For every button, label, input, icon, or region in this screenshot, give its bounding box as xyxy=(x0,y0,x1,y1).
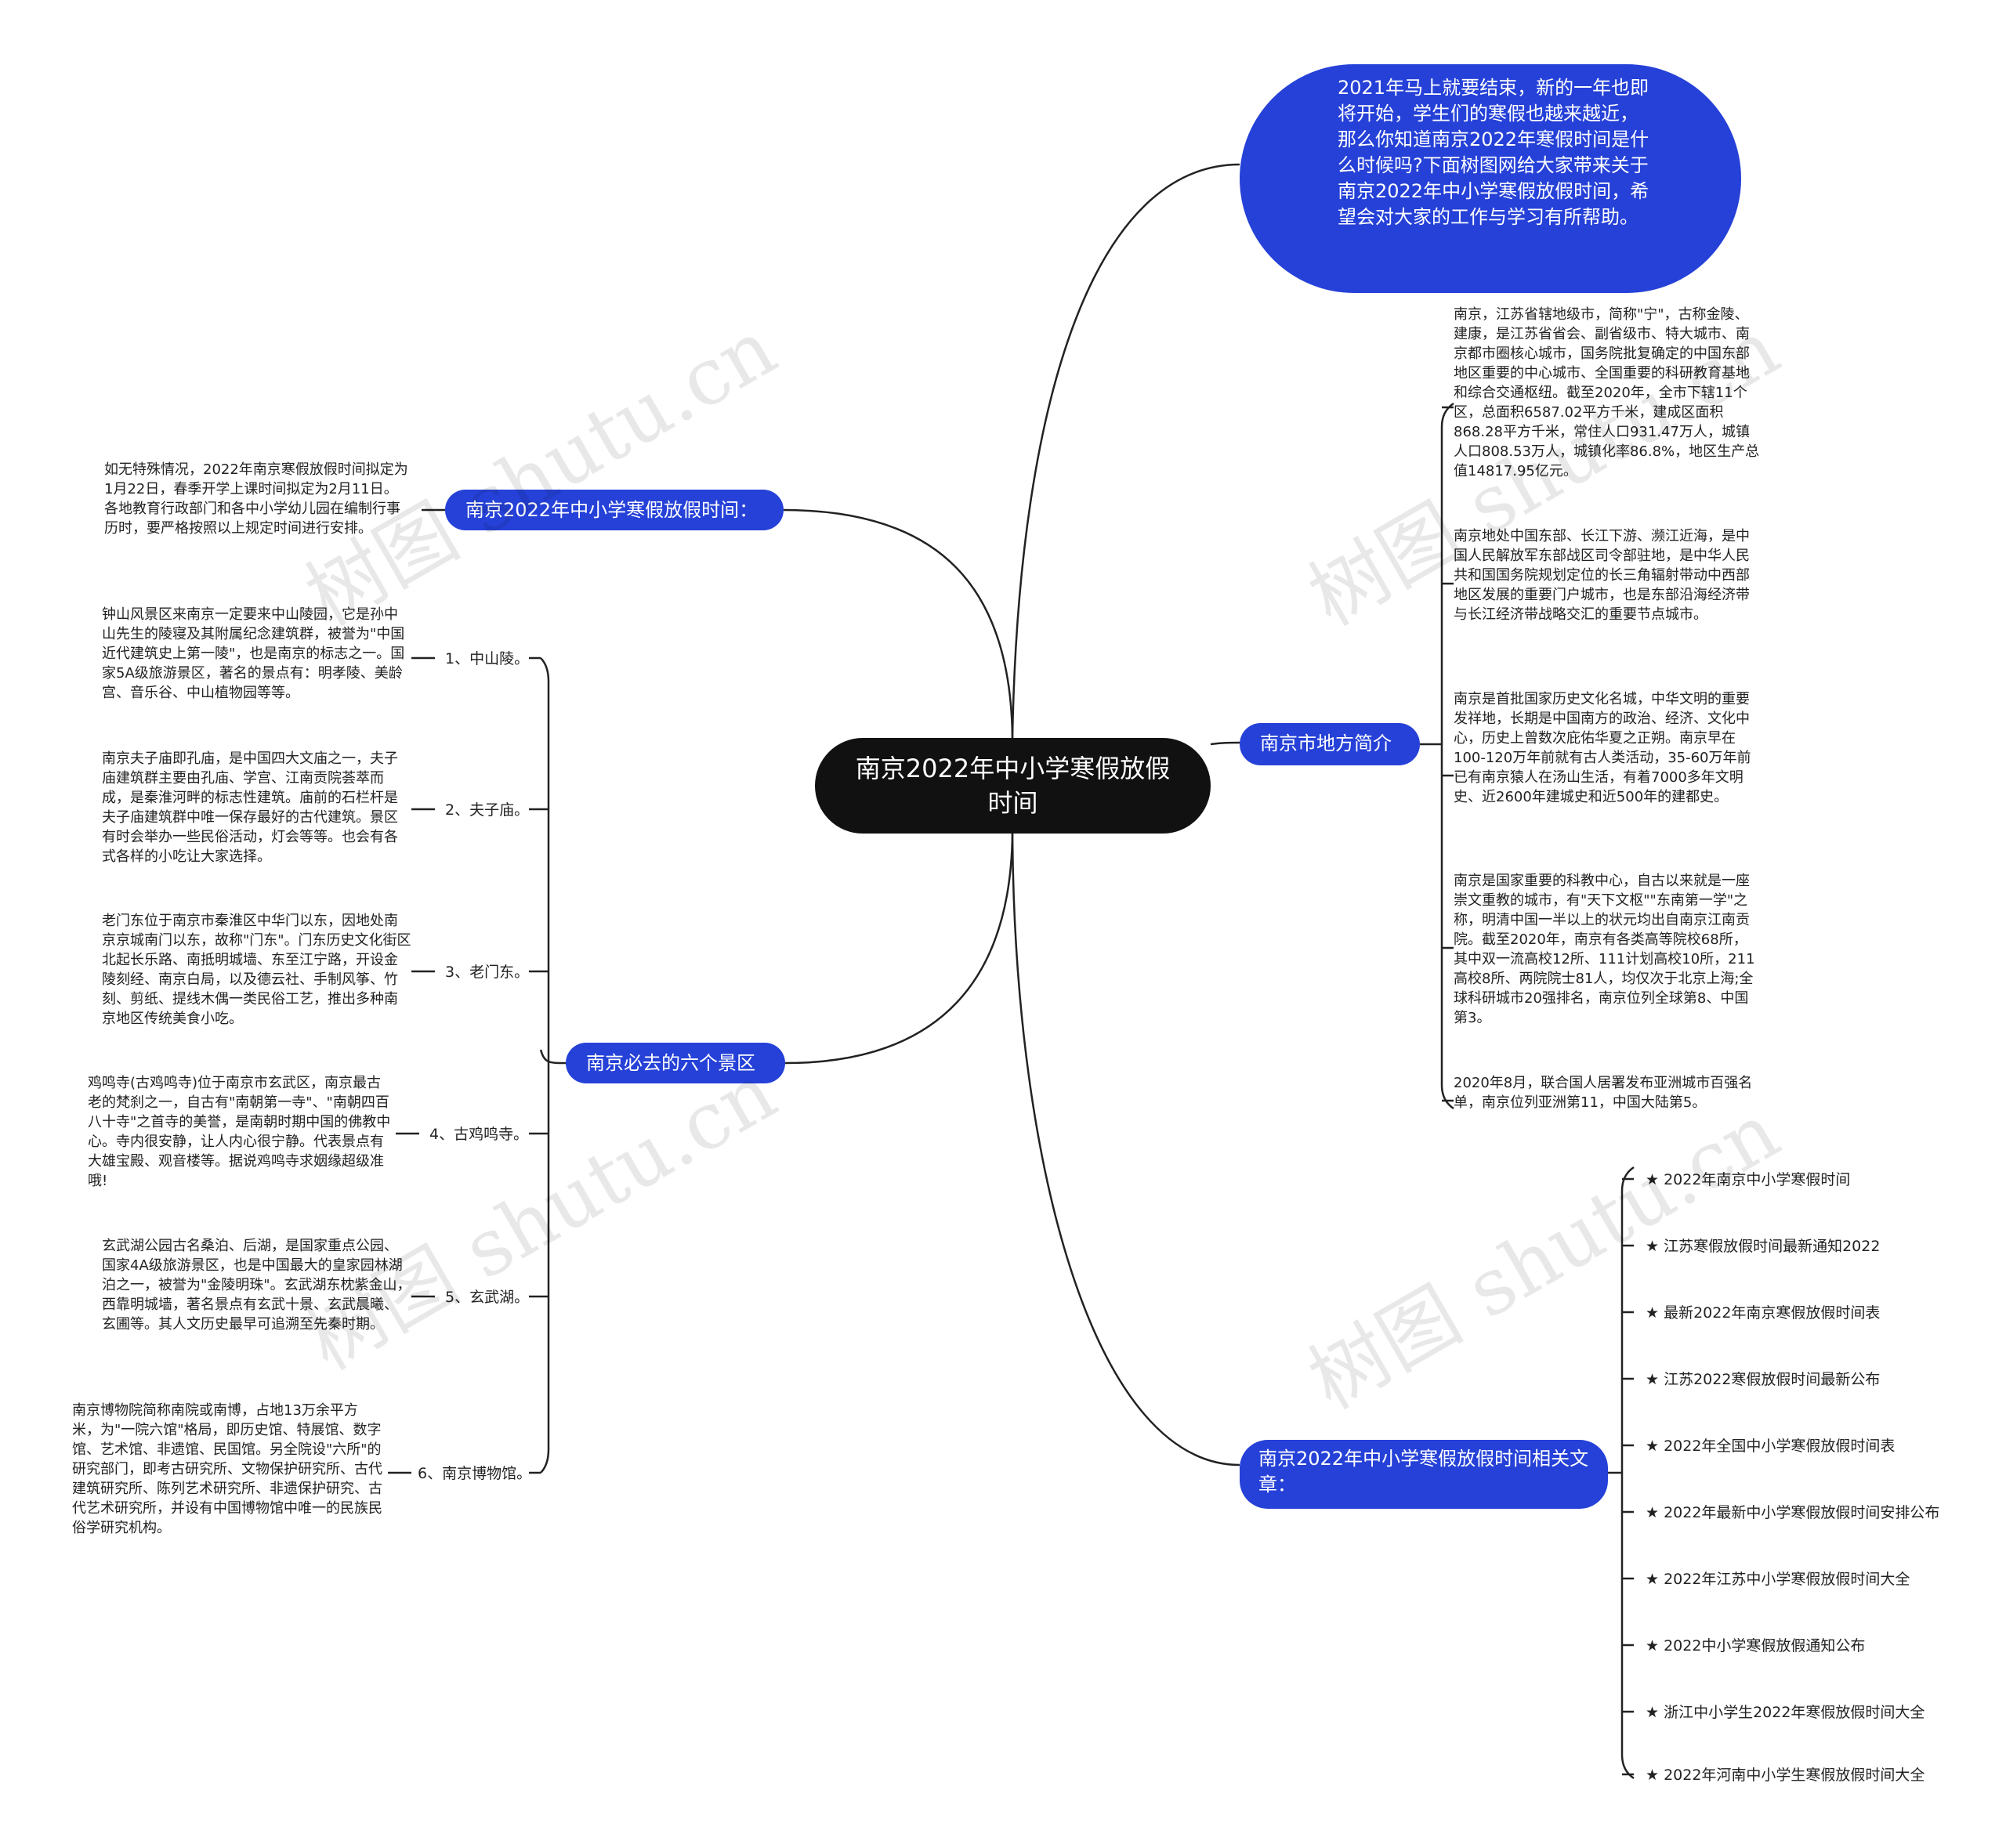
branch-related-articles[interactable]: 南京2022年中小学寒假放假时间相关文章： xyxy=(1240,1440,1608,1509)
related-article-link[interactable]: ★ 2022年最新中小学寒假放假时间安排公布 xyxy=(1646,1504,1940,1521)
link-central-sights xyxy=(784,833,1014,1065)
intro-text: 2021年马上就要结束，新的一年也即将开始，学生们的寒假也越来越近，那么你知道南… xyxy=(1338,77,1649,228)
intro-node[interactable]: 2021年马上就要结束，新的一年也即将开始，学生们的寒假也越来越近，那么你知道南… xyxy=(1240,64,1741,293)
related-article-link[interactable]: ★ 2022年南京中小学寒假时间 xyxy=(1646,1171,1851,1188)
branch-city-label: 南京市地方简介 xyxy=(1260,732,1392,754)
sight-5-label[interactable]: 5、玄武湖。 xyxy=(445,1289,530,1306)
related-article-link[interactable]: ★ 2022年江苏中小学寒假放假时间大全 xyxy=(1646,1571,1910,1588)
branch-city-intro[interactable]: 南京市地方简介 xyxy=(1240,723,1420,765)
related-article-link[interactable]: ★ 江苏寒假放假时间最新通知2022 xyxy=(1646,1238,1881,1255)
branch-sights-label: 南京必去的六个景区 xyxy=(586,1052,755,1074)
related-bracket-spine xyxy=(1620,1166,1635,1780)
branch-holiday-time[interactable]: 南京2022年中小学寒假放假时间： xyxy=(445,490,784,530)
sight-6-label[interactable]: 6、南京博物馆。 xyxy=(418,1465,532,1482)
sight-3-text: 老门东位于南京市秦淮区中华门以东，因地处南京京城南门以东，故称"门东"。门东历史… xyxy=(102,913,411,1027)
city-paragraph-5: 2020年8月，联合国人居署发布亚洲城市百强名单，南京位列亚洲第11，中国大陆第… xyxy=(1454,1075,1753,1111)
link-central-holiday xyxy=(783,508,1014,739)
sight-3-label[interactable]: 3、老门东。 xyxy=(445,964,530,981)
link-central-related xyxy=(1011,833,1240,1466)
sight-2-text: 南京夫子庙即孔庙，是中国四大文庙之一，夫子庙建筑群主要由孔庙、学宫、江南贡院荟萃… xyxy=(102,750,398,865)
related-article-link[interactable]: ★ 2022年河南中小学生寒假放假时间大全 xyxy=(1646,1767,1925,1784)
city-paragraph-3: 南京是首批国家历史文化名城，中华文明的重要发祥地，长期是中国南方的政治、经济、文… xyxy=(1454,691,1751,805)
branch-holiday-label: 南京2022年中小学寒假放假时间： xyxy=(465,499,759,521)
link-central-city xyxy=(1210,741,1240,746)
central-topic-label: 南京2022年中小学寒假放假时间 xyxy=(855,754,1171,818)
central-topic[interactable]: 南京2022年中小学寒假放假时间 xyxy=(815,738,1211,834)
related-article-link[interactable]: ★ 2022年全国中小学寒假放假时间表 xyxy=(1646,1438,1896,1455)
sight-4-label[interactable]: 4、古鸡鸣寺。 xyxy=(429,1126,529,1143)
sight-1-text: 钟山风景区来南京一定要来中山陵园，它是孙中山先生的陵寝及其附属纪念建筑群，被誉为… xyxy=(102,606,405,701)
sight-4-text: 鸡鸣寺(古鸡鸣寺)位于南京市玄武区，南京最古老的梵刹之一，自古有"南朝第一寺"、… xyxy=(88,1075,391,1189)
branch-related-label: 南京2022年中小学寒假放假时间相关文章： xyxy=(1258,1448,1589,1495)
city-paragraph-2: 南京地处中国东部、长江下游、濒江近海，是中国人民解放军东部战区司令部驻地，是中华… xyxy=(1454,528,1750,623)
sight-2-label[interactable]: 2、夫子庙。 xyxy=(445,801,530,819)
city-paragraph-4: 南京是国家重要的科教中心，自古以来就是一座崇文重教的城市，有"天下文枢""东南第… xyxy=(1454,873,1755,1026)
sights-bracket-spine xyxy=(540,657,550,1474)
related-article-link[interactable]: ★ 江苏2022寒假放假时间最新公布 xyxy=(1646,1371,1881,1388)
related-article-link[interactable]: ★ 2022中小学寒假放假通知公布 xyxy=(1646,1637,1866,1655)
link-central-intro xyxy=(1011,163,1240,739)
sight-5-text: 玄武湖公园古名桑泊、后湖，是国家重点公园、国家4A级旅游景区，也是中国最大的皇家… xyxy=(102,1238,411,1333)
sight-6-text: 南京博物院简称南院或南博，占地13万余平方米，为"一院六馆"格局，即历史馆、特展… xyxy=(72,1402,382,1536)
branch-six-sights[interactable]: 南京必去的六个景区 xyxy=(566,1043,785,1083)
city-paragraph-1: 南京，江苏省辖地级市，简称"宁"，古称金陵、建康，是江苏省省会、副省级市、特大城… xyxy=(1454,306,1760,479)
sight-1-label[interactable]: 1、中山陵。 xyxy=(445,650,530,667)
related-article-link[interactable]: ★ 浙江中小学生2022年寒假放假时间大全 xyxy=(1646,1704,1925,1721)
related-article-link[interactable]: ★ 最新2022年南京寒假放假时间表 xyxy=(1646,1304,1881,1322)
link-sights-bracket xyxy=(539,1049,567,1065)
holiday-text: 如无特殊情况，2022年南京寒假放假时间拟定为1月22日，春季开学上课时间拟定为… xyxy=(104,461,408,537)
city-bracket-spine xyxy=(1440,402,1454,1110)
